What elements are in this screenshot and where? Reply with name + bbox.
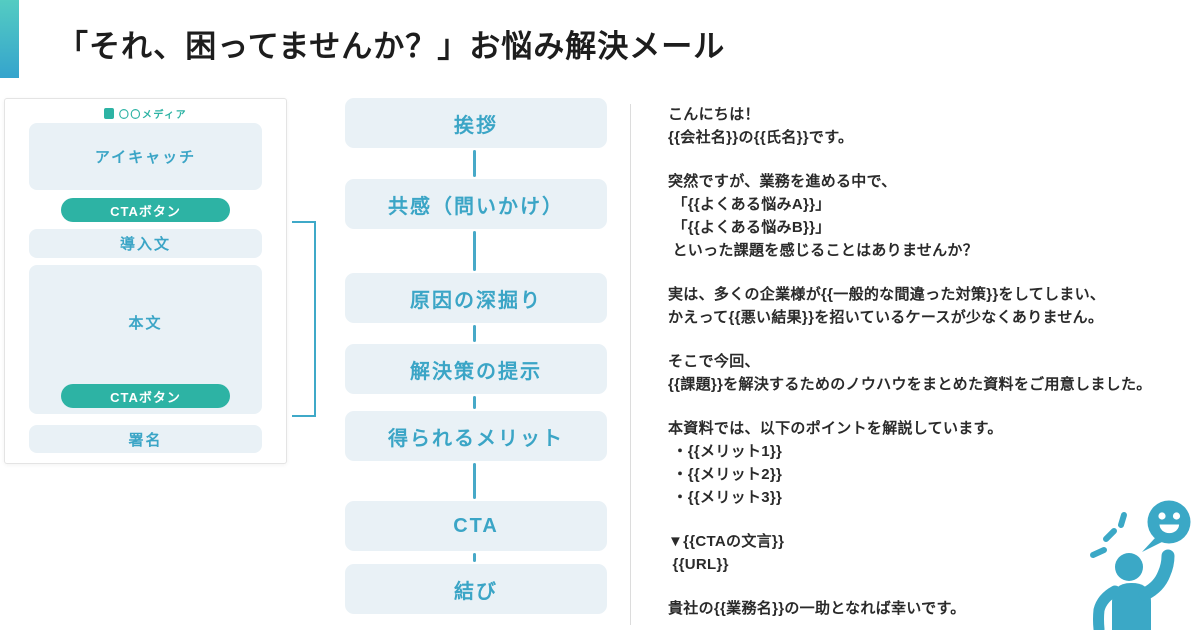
email-paragraph-solution: そこで今回、 {{課題}}を解決するためのノウハウをまとめた資料をご用意しました… — [668, 353, 1152, 393]
wireframe-signature-block: 署名 — [29, 425, 262, 453]
email-example-text: こんにちは！ {{会社名}}の{{氏名}}です。 突然ですが、業務を進める中で、… — [668, 103, 1183, 630]
smiley-face-icon — [1158, 512, 1181, 534]
flow-connector — [473, 396, 476, 409]
flow-step-greeting: 挨拶 — [345, 98, 607, 148]
title-accent-bar — [0, 0, 19, 78]
media-logo: 〇〇メディア — [5, 106, 286, 121]
flow-step-cta: CTA — [345, 501, 607, 551]
vertical-divider — [630, 104, 631, 625]
email-paragraph-cause: 実は、多くの企業様が{{一般的な間違った対策}}をしてしまい、 かえって{{悪い… — [668, 286, 1106, 326]
speech-bubble-icon — [1147, 500, 1191, 544]
email-paragraph-closing: 貴社の{{業務名}}の一助となれば幸いです。 — [668, 600, 966, 617]
email-paragraph-greeting: こんにちは！ {{会社名}}の{{氏名}}です。 — [668, 106, 854, 146]
wireframe-body-label: 本文 — [128, 315, 163, 332]
grouping-bracket — [292, 221, 316, 417]
flow-step-empathy: 共感（問いかけ） — [345, 179, 607, 229]
flow-step-solution: 解決策の提示 — [345, 344, 607, 394]
wireframe-cta-button-bottom[interactable]: CTAボタン — [61, 384, 230, 408]
flow-connector — [473, 150, 476, 177]
person-waving-icon — [1090, 500, 1191, 630]
flow-step-root-cause: 原因の深掘り — [345, 273, 607, 323]
flow-connector — [473, 231, 476, 271]
flow-connector — [473, 325, 476, 342]
page-title: 「それ、困ってませんか？」お悩み解決メール — [57, 29, 726, 64]
flow-step-benefits: 得られるメリット — [345, 411, 607, 461]
flow-step-closing: 結び — [345, 564, 607, 614]
wireframe-body-block: 本文 CTAボタン — [29, 265, 262, 414]
media-logo-text: 〇〇メディア — [118, 110, 188, 121]
media-logo-icon — [103, 108, 114, 119]
motion-dashes-icon — [1090, 512, 1127, 558]
flow-connector — [473, 463, 476, 499]
flow-connector — [473, 553, 476, 562]
email-paragraph-empathy: 突然ですが、業務を進める中で、 「{{よくある悩みA}}」 「{{よくある悩みB… — [668, 173, 979, 259]
wireframe-cta-button-top[interactable]: CTAボタン — [61, 198, 230, 222]
wireframe-intro-block: 導入文 — [29, 229, 262, 258]
email-paragraph-cta: ▼{{CTAの文言}} {{URL}} — [668, 533, 785, 573]
email-paragraph-benefits: 本資料では、以下のポイントを解説しています。 ・{{メリット1}} ・{{メリッ… — [668, 420, 1003, 506]
email-wireframe-card: 〇〇メディア アイキャッチ CTAボタン 導入文 本文 CTAボタン 署名 — [4, 98, 287, 464]
wireframe-eyecatch-block: アイキャッチ — [29, 123, 262, 190]
